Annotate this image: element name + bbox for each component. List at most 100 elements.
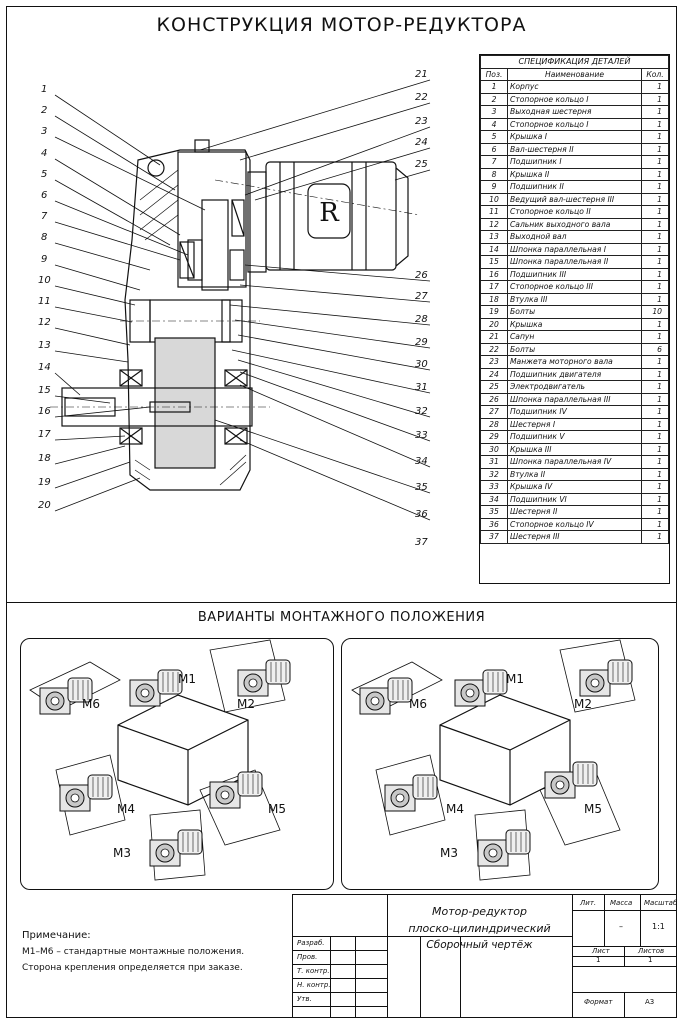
callout-35: 35 <box>415 482 428 493</box>
label-m1-right: M1 <box>506 672 524 686</box>
callout-6: 6 <box>41 190 47 201</box>
spec-cell-qty: 1 <box>641 430 669 444</box>
label-m2-right: M2 <box>574 697 592 711</box>
callout-5: 5 <box>41 169 47 180</box>
note-line-1: М1–М6 – стандартные монтажные положения. <box>22 947 245 957</box>
label-m3-right: M3 <box>440 846 458 860</box>
label-m3-left: M3 <box>113 846 131 860</box>
tb-line <box>420 936 421 1018</box>
upper-gear-chamber <box>177 151 247 288</box>
output-gear <box>154 337 216 469</box>
callout-21: 21 <box>415 69 428 80</box>
mounting-panel-right <box>341 638 659 890</box>
note-line-2: Сторона крепления определяется при заказ… <box>22 963 243 973</box>
callout-4: 4 <box>41 148 47 159</box>
tb-line <box>640 894 641 946</box>
tb-line <box>624 992 625 1018</box>
tb-sheet-value: 1 <box>596 956 601 964</box>
callout-3: 3 <box>41 126 47 137</box>
tb-line <box>572 966 677 968</box>
spec-cell-qty: 1 <box>641 530 669 544</box>
callout-23: 23 <box>415 116 428 127</box>
doc-title-line-2: плоско-цилиндрический <box>408 922 551 935</box>
callout-26: 26 <box>415 270 428 281</box>
tb-prov: Пров. <box>297 953 318 961</box>
callout-24: 24 <box>415 137 428 148</box>
mounting-panel-left <box>20 638 334 890</box>
callout-8: 8 <box>41 232 47 243</box>
callout-32: 32 <box>415 406 428 417</box>
label-m2-left: M2 <box>237 697 255 711</box>
mounting-right-scene <box>351 639 636 881</box>
label-m5-left: M5 <box>268 802 286 816</box>
tb-line <box>355 936 356 1018</box>
motor-logo-plate <box>307 183 351 239</box>
tb-lit-label: Лит. <box>580 899 597 907</box>
tb-line <box>330 936 331 1018</box>
tb-mass-label: Масса <box>610 899 633 907</box>
callout-34: 34 <box>415 456 428 467</box>
label-m5-right: M5 <box>584 802 602 816</box>
lifting-eye <box>147 159 165 177</box>
callout-25: 25 <box>415 159 428 170</box>
callout-20: 20 <box>38 500 51 511</box>
tb-line <box>624 946 625 966</box>
callout-11: 11 <box>38 296 51 307</box>
doc-title-line-1: Мотор-редуктор <box>432 905 527 918</box>
tb-scale-label: Масштаб <box>644 899 678 907</box>
callout-9: 9 <box>41 254 47 265</box>
document-title: Мотор-редуктор плоско-цилиндрический Сбо… <box>387 903 572 954</box>
tb-line <box>292 936 387 937</box>
tb-line <box>387 894 389 1018</box>
breather <box>194 139 210 153</box>
mounting-section-title: ВАРИАНТЫ МОНТАЖНОГО ПОЛОЖЕНИЯ <box>197 610 486 625</box>
callout-16: 16 <box>38 406 51 417</box>
callout-33: 33 <box>415 430 428 441</box>
tb-line <box>292 1006 387 1007</box>
tb-utv: Утв. <box>297 995 312 1003</box>
callout-14: 14 <box>38 362 51 373</box>
label-m6-left: M6 <box>82 697 100 711</box>
drawing-note: Примечание: М1–М6 – стандартные монтажны… <box>22 928 244 976</box>
svg-text:R: R <box>319 198 340 228</box>
callout-19: 19 <box>38 477 51 488</box>
callout-22: 22 <box>415 92 428 103</box>
callout-37: 37 <box>415 537 428 548</box>
spec-cell-qty: 1 <box>641 392 669 406</box>
tb-format-value: А3 <box>645 998 655 1006</box>
tb-line <box>460 936 461 1018</box>
callout-28: 28 <box>415 314 428 325</box>
motor-body <box>265 161 397 271</box>
callout-13: 13 <box>38 340 51 351</box>
callout-27: 27 <box>415 291 428 302</box>
tb-nkontr: Н. контр. <box>297 981 331 989</box>
tb-line <box>292 978 387 979</box>
tb-format-label: Формат <box>584 998 613 1006</box>
label-m4-left: M4 <box>117 802 135 816</box>
callout-18: 18 <box>38 453 51 464</box>
label-m6-right: M6 <box>409 697 427 711</box>
spec-cell-qty: 1 <box>641 217 669 231</box>
callout-7: 7 <box>41 211 48 222</box>
tb-line <box>387 936 572 938</box>
doc-title-line-3: Сборочный чертёж <box>426 939 533 951</box>
callout-2: 2 <box>41 105 47 116</box>
callout-30: 30 <box>415 359 428 370</box>
label-m1-left: M1 <box>178 672 196 686</box>
tb-line <box>604 894 605 946</box>
tb-tkontr: Т. контр. <box>297 967 330 975</box>
note-heading: Примечание: <box>22 930 91 941</box>
tb-line <box>292 950 387 951</box>
